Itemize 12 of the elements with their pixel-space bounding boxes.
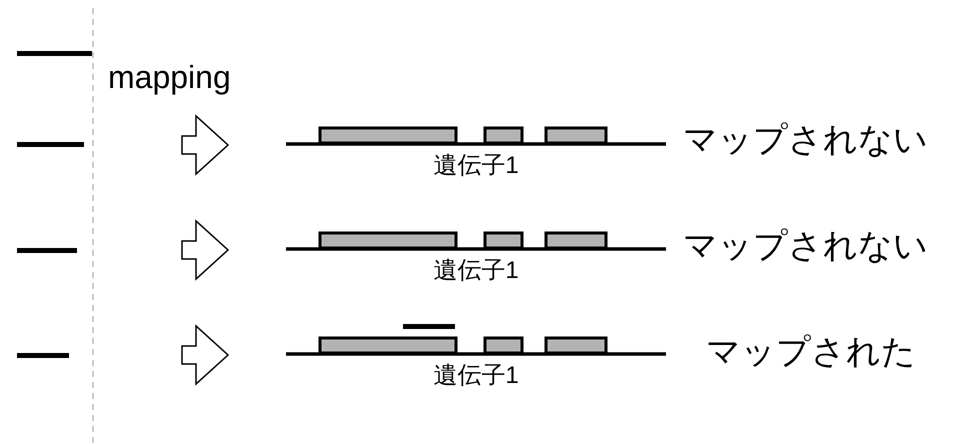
gene-label: 遺伝子1 bbox=[432, 257, 520, 285]
gene-label: 遺伝子1 bbox=[432, 152, 520, 180]
step-label: mapping bbox=[108, 58, 231, 96]
read-bar bbox=[17, 51, 92, 56]
read-bar bbox=[17, 248, 77, 253]
read-bar bbox=[17, 353, 69, 358]
result-text: マップされた bbox=[706, 332, 916, 372]
read-bar bbox=[17, 142, 84, 147]
read-bar bbox=[403, 324, 455, 329]
result-text: マップされない bbox=[683, 120, 928, 160]
gene-label: 遺伝子1 bbox=[432, 362, 520, 390]
result-text: マップされない bbox=[683, 226, 928, 266]
